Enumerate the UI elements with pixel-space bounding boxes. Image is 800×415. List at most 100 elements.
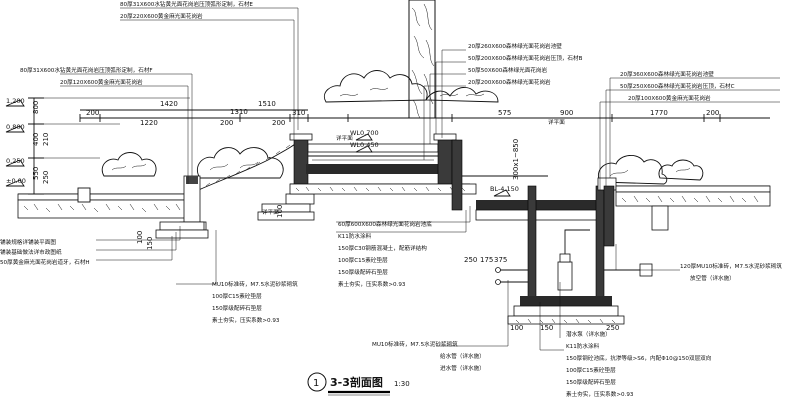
upper-pool [289, 133, 477, 195]
dimension-small: 100 150 100 250 175 375 100 150 250 [136, 205, 619, 332]
annotation-text: 潜水泵（详水施） [566, 330, 611, 338]
annotation-text: 20厚100X600黄金麻光面花岗岩 [628, 94, 711, 102]
annotation-text: 150厚C30钢筋混凝土，配筋详结构 [338, 244, 427, 252]
dim-text: 200 [220, 119, 233, 127]
shrub-right [598, 155, 704, 185]
right-paving [615, 185, 771, 231]
notes-right: 120厚MU10标准砖，M7.5水泥砂浆砌筑 放空管（详水施） [680, 262, 782, 282]
dim-vertical: 300x1~850 [512, 139, 520, 180]
annotation-text: MU10标准砖，M7.5水泥砂浆砌筑 [212, 280, 298, 288]
title-number: 1 [313, 378, 319, 389]
dim-text: 100 [276, 205, 284, 218]
annotation-text: MU10标准砖，M7.5水泥砂浆砌筑 [372, 340, 458, 348]
detail-reference: 详平面 [262, 208, 279, 216]
annotation-text: 80厚31X600水钻黄光面花岗岩压顶弧形定制，石材F [20, 66, 153, 74]
tree-trunk [408, 0, 436, 119]
dim-text: 250 [606, 324, 619, 332]
dim-text: 200 [706, 109, 719, 117]
leader-lines [60, 7, 780, 351]
annotation-text: K11防水涂料 [566, 342, 600, 350]
annotation-text: 150厚级配碎石垫层 [212, 304, 262, 312]
annotation-text: 100厚C15素砼垫层 [566, 366, 616, 374]
water-level-markers: WL0.700 WL0.450 BL-4.150 300x1~850 [350, 129, 520, 197]
title-text: 3-3剖面图 [330, 375, 383, 389]
water-level-label: BL-4.150 [490, 185, 519, 193]
notes-top-left: 80厚31X600水钻黄光面花岗岩压顶弧形定制，石材E 20厚220X600黄金… [20, 0, 253, 86]
annotation-text: 放空管（详水施） [690, 274, 735, 282]
dim-vertical: 210 [42, 133, 50, 146]
title-scale: 1:30 [394, 380, 410, 388]
annotation-text: 50厚50X600森林绿光面花岗岩 [468, 66, 547, 74]
annotation-text: 素土夯实，压实系数>0.93 [338, 280, 406, 288]
annotation-text: 素土夯实，压实系数>0.93 [566, 390, 634, 398]
annotation-text: 给水管（详水施） [440, 352, 485, 360]
dim-text: 575 [498, 109, 511, 117]
annotation-text: 20厚220X600黄金麻光面花岗岩 [120, 12, 203, 20]
dim-text: 900 [560, 109, 573, 117]
dim-text: 1220 [140, 119, 158, 127]
dimension-chain-top: 200 1420 1510 310 575 900 1770 200 1220 … [79, 100, 770, 127]
dim-text: 200 [272, 119, 285, 127]
shrub-left-big [196, 147, 284, 179]
water-level-label: WL0.700 [350, 129, 379, 137]
dim-text: 150 [146, 237, 154, 250]
dim-text: 310 [292, 109, 305, 117]
notes-top-mid: 20厚260X600森林绿光面花岗岩池壁 50厚200X600森林绿光面花岗岩压… [468, 42, 583, 86]
annotation-text: 20厚120X600黄金麻光面花岗岩 [60, 78, 143, 86]
notes-low-left: MU10标准砖，M7.5水泥砂浆砌筑 100厚C15素砼垫层 150厚级配碎石垫… [212, 280, 298, 324]
annotation-text: 80厚31X600水钻黄光面花岗岩压顶弧形定制，石材E [120, 0, 253, 8]
dim-text: 1510 [258, 100, 276, 108]
elevation-label: ±0.00 [6, 177, 26, 185]
annotation-text: 100厚C15素砼垫层 [212, 292, 262, 300]
notes-top-right: 20厚360X600森林绿光面花岗岩池壁 50厚250X600森林绿光面花岗岩压… [620, 70, 735, 102]
annotation-text: 150厚级配碎石垫层 [338, 268, 388, 276]
notes-left: 铺装规格详铺装平面图 铺装基础做法详市政图纸 50厚黄金麻光面花岗岩道牙，石材H [0, 238, 90, 266]
annotation-text: 150厚级配碎石垫层 [566, 378, 616, 386]
left-elevation-column: 1.200 0.800 0.250 ±0.00 800 400 550 210 … [5, 97, 190, 195]
annotation-text: 20厚260X600森林绿光面花岗岩池壁 [468, 42, 562, 50]
shrub-left-small [101, 152, 157, 177]
drawing-title: 1 3-3剖面图 1:30 [307, 372, 410, 396]
annotation-text: 100厚C15素砼垫层 [338, 256, 388, 264]
detail-reference: 详平面 [548, 118, 565, 126]
annotation-text: 素土夯实，压实系数>0.93 [212, 316, 280, 324]
notes-bottom-left: MU10标准砖，M7.5水泥砂浆砌筑 给水管（详水施） 进水管（详水施） [372, 340, 485, 372]
dim-text: 100 [510, 324, 523, 332]
shrub-top-center [324, 70, 499, 103]
dim-text: 375 [494, 256, 507, 264]
dim-vertical: 800 [32, 101, 40, 114]
annotation-text: 20厚360X600森林绿光面花岗岩池壁 [620, 70, 714, 78]
detail-reference: 详平面 [336, 134, 353, 142]
dim-text: 250 [464, 256, 477, 264]
elevation-label: 1.200 [6, 97, 25, 105]
annotation-text: 50厚200X600森林绿光面花岗岩压顶，石材B [468, 54, 583, 62]
annotation-text: 120厚MU10标准砖，M7.5水泥砂浆砌筑 [680, 262, 782, 270]
dim-text: 1310 [230, 108, 248, 116]
left-paving [17, 187, 187, 219]
dim-text: 150 [540, 324, 553, 332]
dim-vertical: 550 [32, 167, 40, 180]
dim-text: 1420 [160, 100, 178, 108]
notes-bottom-right: 潜水泵（详水施） K11防水涂料 150厚钢砼池底，抗渗等级>S6，内配Φ10@… [566, 330, 712, 398]
annotation-text: 150厚钢砼池底，抗渗等级>S6，内配Φ10@150双层双向 [566, 354, 712, 362]
elevation-label: 0.800 [6, 123, 25, 131]
annotation-text: 铺装基础做法详市政图纸 [0, 248, 62, 256]
elevation-label: 0.250 [6, 157, 25, 165]
dim-text: 100 [136, 231, 144, 244]
annotation-text: 20厚200X600森林绿光面花岗岩 [468, 78, 551, 86]
notes-mid: 60厚600X600森林绿光面花岗岩池底 K11防水涂料 150厚C30钢筋混凝… [338, 220, 432, 288]
dim-text: 200 [86, 109, 99, 117]
annotation-text: 50厚黄金麻光面花岗岩道牙，石材H [0, 258, 90, 266]
dim-text: 175 [480, 256, 493, 264]
annotation-text: 50厚250X600森林绿光面花岗岩压顶，石材C [620, 82, 735, 90]
foundation-blocks [155, 203, 315, 239]
water-level-label: WL0.450 [350, 141, 379, 149]
dim-vertical: 400 [32, 133, 40, 146]
annotation-text: K11防水涂料 [338, 232, 372, 240]
annotation-text: 进水管（详水施） [440, 364, 485, 372]
annotation-text: 60厚600X600森林绿光面花岗岩池底 [338, 220, 432, 228]
dim-vertical: 250 [42, 171, 50, 184]
dim-text: 1770 [650, 109, 668, 117]
lower-pool [451, 139, 653, 325]
